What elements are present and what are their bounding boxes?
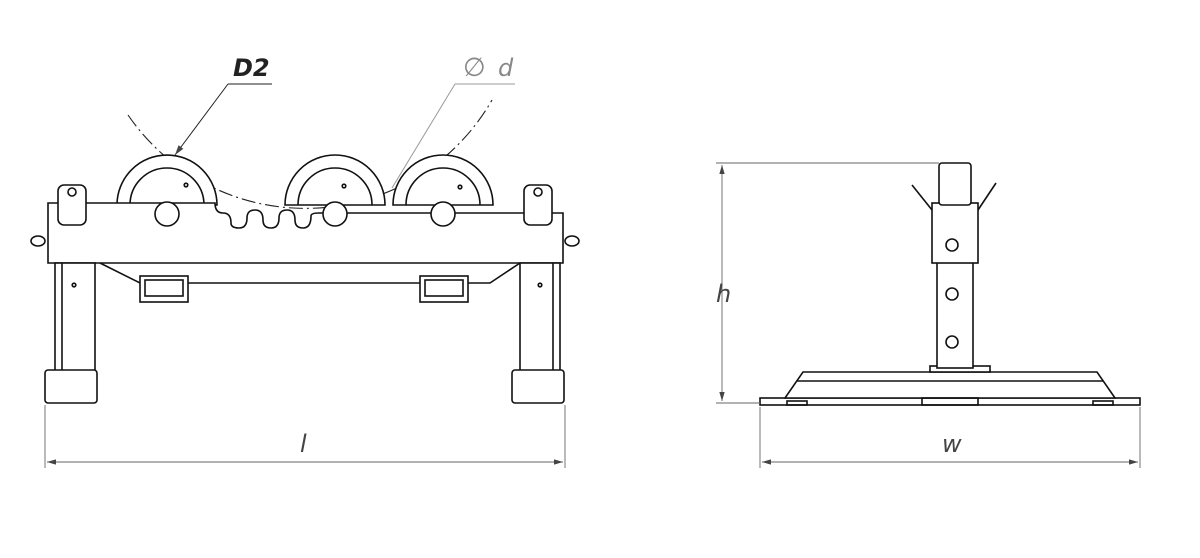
height-label: h: [716, 280, 731, 308]
roller-middle: [284, 154, 386, 206]
front-view: D2 ∅ d l: [30, 53, 580, 468]
width-label: w: [942, 430, 962, 458]
length-label: l: [300, 430, 307, 458]
pipe-diameter-label: d: [498, 54, 514, 82]
leg-right: [511, 262, 565, 404]
roller-right: [392, 154, 494, 206]
roller-left: [116, 154, 218, 206]
pipe-outline-arc: [127, 99, 493, 209]
frame-beam: [47, 202, 564, 264]
side-view: h w: [716, 162, 1141, 468]
leg-left: [44, 262, 98, 404]
pipe-diameter-symbol: ∅: [463, 53, 486, 83]
roller-diameter-label: D2: [233, 54, 270, 82]
